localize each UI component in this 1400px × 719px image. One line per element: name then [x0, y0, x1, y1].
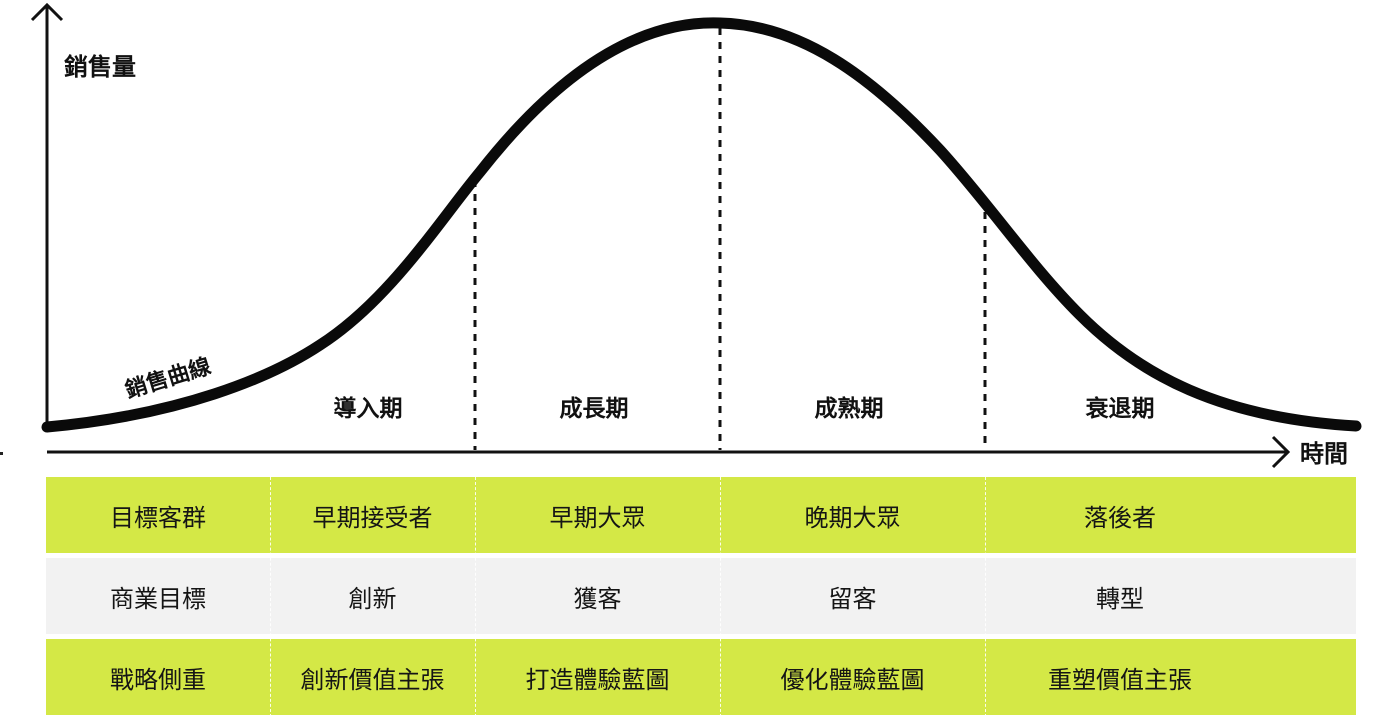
table-cell: 打造體驗藍圖 — [525, 665, 670, 694]
y-axis-arrowhead — [30, 2, 64, 22]
table-row-target-audience: 目標客群 早期接受者 早期大眾 晚期大眾 落後者 — [46, 477, 1356, 553]
table-row-strategy-focus: 戰略側重 創新價值主張 打造體驗藍圖 優化體驗藍圖 重塑價值主張 — [46, 639, 1356, 715]
sales-curve — [41, 17, 1362, 433]
table-cell: 落後者 — [1084, 503, 1156, 532]
column-separator — [985, 477, 986, 717]
table-cell: 轉型 — [1096, 584, 1144, 613]
table-row-business-goal: 商業目標 創新 獲客 留客 轉型 — [46, 558, 1356, 634]
table-cell: 優化體驗藍圖 — [780, 665, 925, 694]
table-cell: 早期大眾 — [549, 503, 646, 532]
product-lifecycle-diagram: 銷售量 時間 銷售曲線 導入期 成長期 成熟期 衰退期 — [30, 2, 1362, 469]
row-header: 戰略側重 — [110, 665, 206, 694]
column-separator — [475, 477, 476, 717]
table-cell: 獲客 — [573, 584, 622, 613]
y-axis-label: 銷售量 — [64, 53, 136, 81]
column-separator — [270, 477, 271, 717]
stage-label-introduction: 導入期 — [334, 395, 403, 422]
table-cell: 創新價值主張 — [300, 665, 445, 694]
table-cell: 晚期大眾 — [804, 503, 901, 532]
edge-mark — [0, 452, 3, 455]
table-cell: 創新 — [348, 584, 397, 613]
table-cell: 重塑價值主張 — [1048, 665, 1192, 694]
x-axis-label: 時間 — [1300, 440, 1348, 468]
row-header: 目標客群 — [110, 503, 206, 532]
stage-label-growth: 成長期 — [560, 396, 629, 422]
column-separator — [720, 477, 721, 717]
stage-label-decline: 衰退期 — [1085, 395, 1155, 422]
x-axis-arrowhead — [1271, 435, 1291, 469]
row-header: 商業目標 — [110, 584, 206, 613]
table-cell: 早期接受者 — [312, 503, 433, 532]
stage-label-maturity: 成熟期 — [815, 395, 884, 422]
table-cell: 留客 — [828, 584, 877, 613]
